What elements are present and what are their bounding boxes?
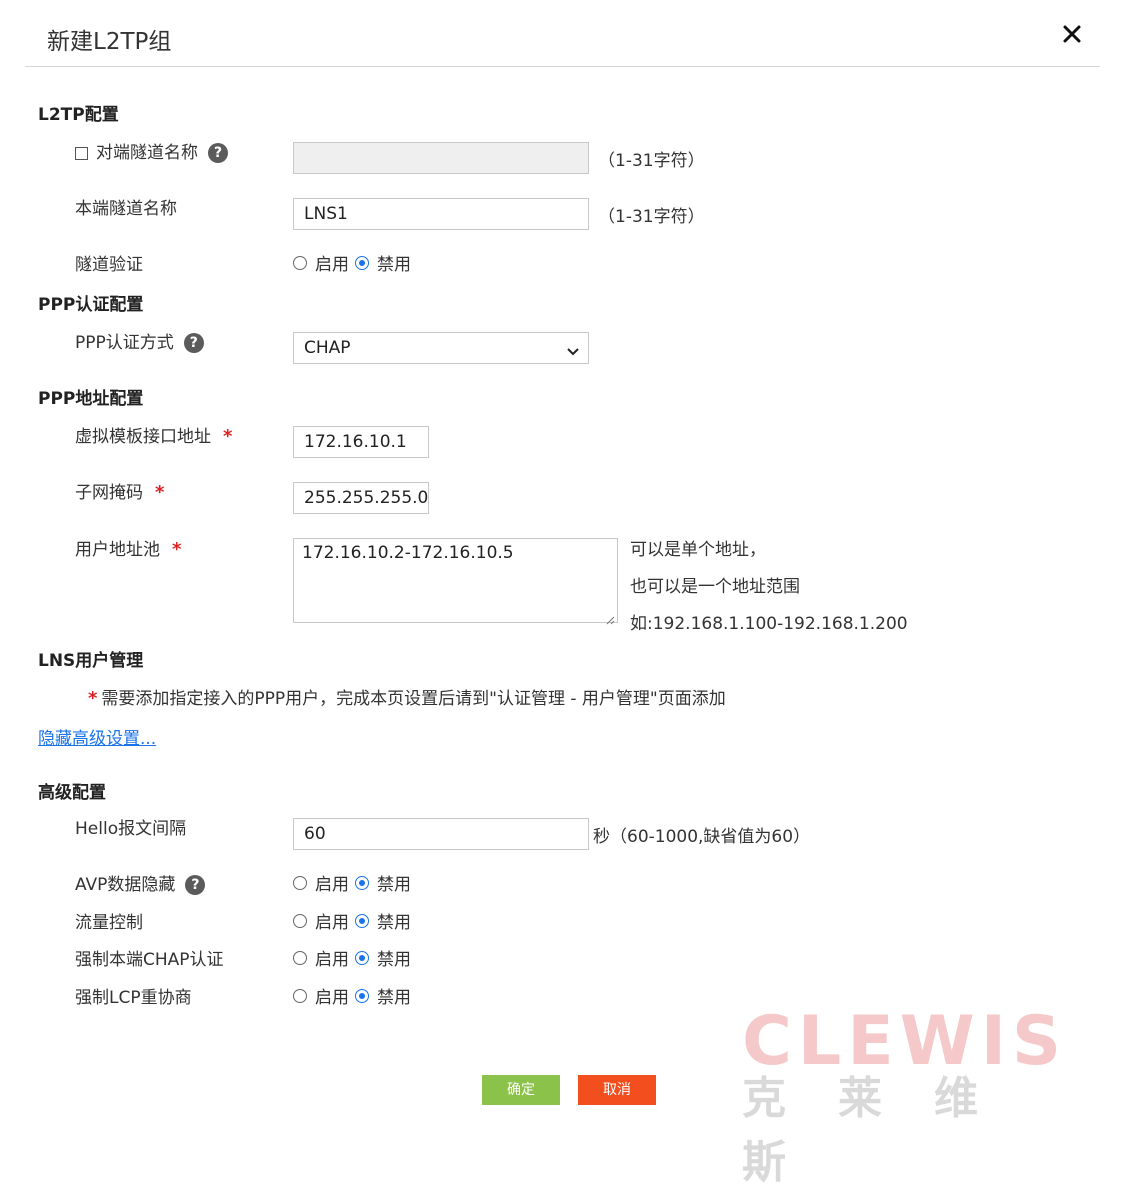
section-advanced-title: 高级配置 [38, 783, 106, 803]
ok-button[interactable]: 确定 [482, 1075, 560, 1105]
ppp-auth-method-select[interactable]: CHAP [293, 332, 589, 364]
ppp-auth-method-value: CHAP [304, 338, 351, 358]
chap-enable-radio[interactable] [293, 950, 307, 965]
flow-enable-radio[interactable] [293, 913, 307, 928]
ppp-auth-method-row-label: PPP认证方式? [75, 328, 204, 353]
mask-row-label: 子网掩码 * [75, 478, 164, 503]
hello-input[interactable]: 60 [293, 818, 589, 850]
header-divider [25, 66, 1100, 67]
resize-grip-icon[interactable] [605, 610, 615, 625]
radio-enable-label: 启用 [315, 255, 349, 275]
peer-tunnel-checkbox[interactable] [75, 146, 88, 160]
radio-enable-label: 启用 [315, 875, 349, 895]
lns-user-note-row: *需要添加指定接入的PPP用户，完成本页设置后请到"认证管理 - 用户管理"页面… [88, 684, 726, 709]
radio-disable-label: 禁用 [377, 988, 411, 1008]
avp-radio-group: 启用 禁用 [293, 870, 417, 895]
tunnel-auth-label: 隧道验证 [75, 255, 143, 275]
pool-hint-1: 可以是单个地址， [630, 540, 766, 560]
required-mark: * [223, 426, 233, 447]
ppp-auth-method-label: PPP认证方式 [75, 333, 174, 353]
help-icon[interactable]: ? [208, 143, 228, 163]
pool-hint-3: 如:192.168.1.100-192.168.1.200 [630, 614, 908, 634]
radio-enable-label: 启用 [315, 950, 349, 970]
tunnel-auth-enable-radio[interactable] [293, 255, 307, 270]
chap-disable-radio[interactable] [355, 950, 369, 965]
required-mark: * [88, 688, 98, 709]
required-mark: * [172, 539, 182, 560]
pool-label: 用户地址池 [75, 540, 160, 560]
section-lns-user-title: LNS用户管理 [38, 651, 144, 671]
section-ppp-auth-title: PPP认证配置 [38, 295, 144, 315]
hello-label: Hello报文间隔 [75, 819, 187, 839]
section-l2tp-title: L2TP配置 [38, 105, 119, 125]
lcp-disable-radio[interactable] [355, 988, 369, 1003]
avp-label: AVP数据隐藏 [75, 875, 176, 895]
peer-tunnel-row-label: 对端隧道名称? [75, 138, 228, 163]
radio-disable-label: 禁用 [377, 255, 411, 275]
pool-hint-2: 也可以是一个地址范围 [630, 577, 800, 597]
pool-value: 172.16.10.2-172.16.10.5 [302, 543, 514, 563]
avp-row-label: AVP数据隐藏? [75, 870, 206, 895]
radio-disable-label: 禁用 [377, 875, 411, 895]
mask-input[interactable]: 255.255.255.0 [293, 482, 429, 514]
dialog-title: 新建L2TP组 [47, 29, 172, 55]
lcp-label: 强制LCP重协商 [75, 988, 192, 1008]
radio-enable-label: 启用 [315, 913, 349, 933]
pool-row-label: 用户地址池 * [75, 535, 181, 560]
flow-disable-radio[interactable] [355, 913, 369, 928]
local-tunnel-label: 本端隧道名称 [75, 199, 177, 219]
radio-disable-label: 禁用 [377, 950, 411, 970]
required-mark: * [155, 482, 165, 503]
lcp-enable-radio[interactable] [293, 988, 307, 1003]
peer-tunnel-hint: （1-31字符） [598, 151, 705, 171]
close-icon[interactable] [1060, 22, 1084, 46]
local-tunnel-input[interactable]: LNS1 [293, 198, 589, 230]
peer-tunnel-label: 对端隧道名称 [96, 143, 198, 163]
lcp-radio-group: 启用 禁用 [293, 983, 417, 1008]
chevron-down-icon [566, 339, 580, 369]
peer-tunnel-input[interactable] [293, 142, 589, 174]
tunnel-auth-disable-radio[interactable] [355, 255, 369, 270]
tunnel-auth-radio-group: 启用 禁用 [293, 250, 417, 275]
pool-textarea[interactable]: 172.16.10.2-172.16.10.5 [293, 538, 618, 625]
hide-advanced-link[interactable]: 隐藏高级设置... [38, 729, 157, 749]
avp-disable-radio[interactable] [355, 875, 369, 890]
watermark-latin: CLEWIS [742, 1002, 1067, 1081]
vt-addr-row-label: 虚拟模板接口地址 * [75, 422, 232, 447]
radio-disable-label: 禁用 [377, 913, 411, 933]
help-icon[interactable]: ? [183, 333, 204, 353]
watermark-cjk: 克莱维斯 [742, 1073, 1030, 1188]
chap-label: 强制本端CHAP认证 [75, 950, 224, 970]
lns-user-note: 需要添加指定接入的PPP用户，完成本页设置后请到"认证管理 - 用户管理"页面添… [101, 689, 726, 709]
section-ppp-addr-title: PPP地址配置 [38, 389, 144, 409]
radio-enable-label: 启用 [315, 988, 349, 1008]
avp-enable-radio[interactable] [293, 875, 307, 890]
cancel-button[interactable]: 取消 [578, 1075, 656, 1105]
vt-addr-input[interactable]: 172.16.10.1 [293, 426, 429, 458]
flow-label: 流量控制 [75, 913, 143, 933]
help-icon[interactable]: ? [185, 875, 206, 895]
local-tunnel-hint: （1-31字符） [598, 207, 705, 227]
flow-radio-group: 启用 禁用 [293, 908, 417, 933]
hello-hint: 秒（60-1000,缺省值为60） [593, 827, 811, 847]
mask-label: 子网掩码 [75, 483, 143, 503]
vt-addr-label: 虚拟模板接口地址 [75, 427, 211, 447]
chap-radio-group: 启用 禁用 [293, 945, 417, 970]
